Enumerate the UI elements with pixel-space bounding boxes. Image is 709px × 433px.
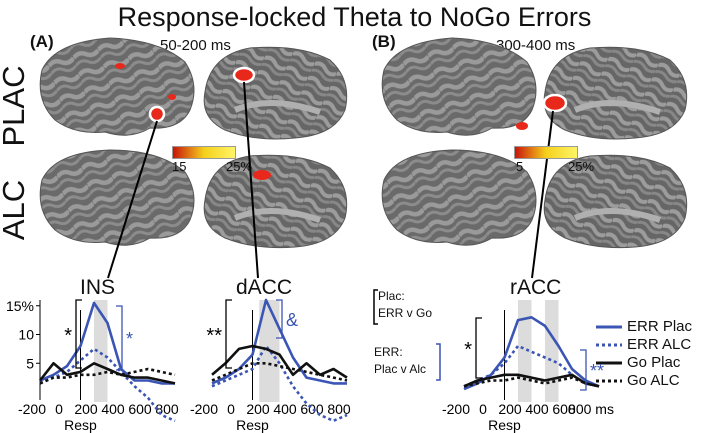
series-line-go-alc xyxy=(39,367,176,385)
brain-b-alc-medial xyxy=(543,154,688,249)
activation-blob xyxy=(115,63,125,69)
colorbar-b xyxy=(514,146,578,159)
brain-b-plac-medial xyxy=(542,46,688,140)
x-tick-label: 200 xyxy=(246,401,270,417)
time-window-shade xyxy=(94,300,108,402)
contrast-2-line1: ERR: xyxy=(374,345,403,359)
x-tick-label: -200 xyxy=(18,401,46,417)
significance-bracket-blue xyxy=(580,349,587,391)
x-tick-label: 200 xyxy=(498,401,522,417)
colorbar-a-max: 25% xyxy=(226,159,253,174)
connector-racc xyxy=(531,110,554,279)
x-tick-label: 800 ms xyxy=(568,401,614,417)
legend-swatches xyxy=(596,325,622,383)
significance-bracket-black xyxy=(75,299,82,369)
roi-circle-racc xyxy=(542,93,568,113)
brain-surfaces xyxy=(39,37,688,279)
significance-bracket-blue xyxy=(116,305,123,371)
x-tick-label: 400 xyxy=(525,401,549,417)
x-tick-label: 0 xyxy=(479,401,487,417)
contrast-2-line2: Plac v Alc xyxy=(374,362,427,376)
x-tick-label: 0 xyxy=(227,401,235,417)
contrast-1-line1: Plac: xyxy=(378,289,405,303)
brain-a-plac-lateral xyxy=(39,37,195,136)
figure-title: Response-locked Theta to NoGo Errors xyxy=(117,2,592,32)
series-line-go-alc xyxy=(463,376,600,388)
significance-bracket-black xyxy=(475,317,482,379)
legend-go-plac: Go Plac xyxy=(627,354,681,371)
colorbar-b-min: 5 xyxy=(516,159,524,174)
time-window-a: 50-200 ms xyxy=(160,37,231,54)
roi-label-dacc: dACC xyxy=(236,276,293,299)
legend-err-alc: ERR ALC xyxy=(627,336,692,353)
colorbar-a-min: 15 xyxy=(172,159,187,174)
y-tick-label: 5 xyxy=(26,355,34,371)
significance-marker-black: * xyxy=(464,339,472,361)
series-line-err-alc xyxy=(463,344,600,388)
significance-bracket-black xyxy=(225,299,232,369)
activation-blob xyxy=(168,94,176,100)
brain-a-alc-medial xyxy=(203,154,348,249)
connector-dacc xyxy=(243,81,259,279)
roi-label-racc: rACC xyxy=(510,276,562,299)
series-line-err-alc xyxy=(211,344,348,423)
series-line-go-plac xyxy=(463,373,600,388)
y-tick-label: 15% xyxy=(6,298,34,314)
colorbar-b-max: 25% xyxy=(568,159,595,174)
brain-a-plac-medial xyxy=(203,46,348,140)
connector-ins xyxy=(107,120,158,279)
roi-label-ins: INS xyxy=(80,276,116,299)
brain-b-plac-lateral xyxy=(381,37,537,136)
series-line-err-alc xyxy=(39,347,176,422)
contrast-1-line2: ERR v Go xyxy=(378,306,433,320)
series-line-go-alc xyxy=(211,361,348,382)
significance-bracket-blue xyxy=(276,299,283,339)
activation-blob xyxy=(253,170,271,180)
colorbar-a xyxy=(172,146,236,159)
time-window-b: 300-400 ms xyxy=(496,37,576,54)
x-tick-label: 600 xyxy=(300,401,324,417)
series-line-go-plac xyxy=(211,344,348,379)
x-tick-label: 0 xyxy=(55,401,63,417)
time-window-shade xyxy=(518,300,532,402)
x-tick-label: 800 xyxy=(155,401,179,417)
significance-marker-blue: & xyxy=(286,310,298,330)
x-axis-label: Resp xyxy=(64,417,97,433)
x-tick-label: 800 xyxy=(327,401,351,417)
series-line-err-plac xyxy=(39,301,175,385)
series-line-go-plac xyxy=(38,361,176,385)
significance-marker-blue: ** xyxy=(590,361,604,381)
panel-letter-b: (B) xyxy=(372,32,396,51)
significance-marker-black: * xyxy=(64,325,72,347)
brain-a-alc-lateral xyxy=(39,149,195,246)
x-tick-label: -200 xyxy=(442,401,470,417)
x-axis-label: Resp xyxy=(236,417,269,433)
brain-b-alc-lateral xyxy=(381,149,537,246)
x-tick-label: 600 xyxy=(552,401,576,417)
activation-blob xyxy=(516,122,528,130)
legend-err-plac: ERR Plac xyxy=(627,318,693,335)
significance-marker-black: ** xyxy=(206,325,222,347)
x-tick-label: -200 xyxy=(190,401,218,417)
significance-marker-blue: * xyxy=(126,329,133,349)
x-tick-label: 400 xyxy=(273,401,297,417)
x-tick-label: 200 xyxy=(74,401,98,417)
x-tick-label: 600 xyxy=(128,401,152,417)
panel-letter-a: (A) xyxy=(30,32,54,51)
time-window-shade xyxy=(545,300,559,402)
x-tick-label: 400 xyxy=(101,401,125,417)
y-tick-label: 10 xyxy=(18,327,34,343)
legend-go-alc: Go ALC xyxy=(627,372,680,389)
x-axis-label: Resp xyxy=(488,417,521,433)
contrast-brackets xyxy=(373,289,441,381)
